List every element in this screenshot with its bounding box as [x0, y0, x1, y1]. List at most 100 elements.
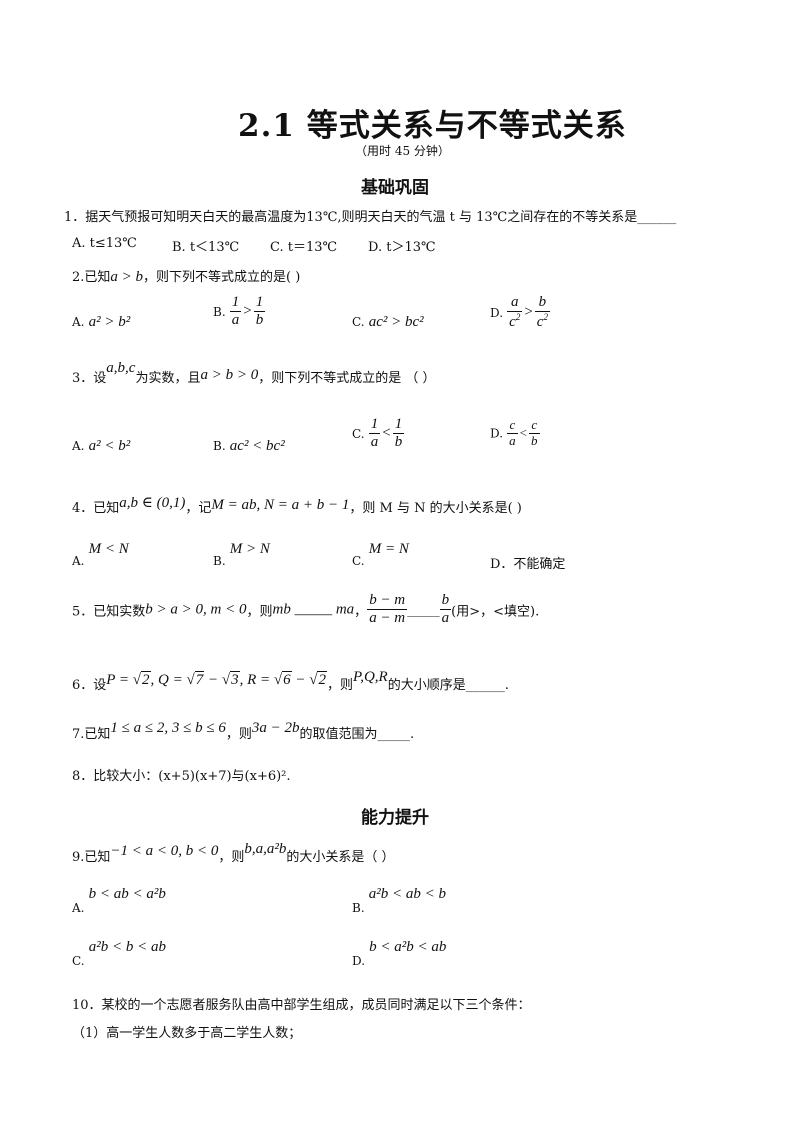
section-heading-advanced: 能力提升 [361, 808, 429, 828]
option-math: a² < b² [88, 438, 131, 454]
question-4-mid: ，记 [185, 501, 212, 516]
question-9-option-d: D. b < a²b < ab [352, 939, 447, 968]
option-math: ac² > bc² [368, 314, 424, 330]
question-5-blank: _____ [407, 602, 440, 618]
question-4-option-c: C. M = N [352, 541, 409, 568]
question-3-mid: 为实数，且 [135, 371, 201, 386]
question-10-text: 10．某校的一个志愿者服务队由高中部学生组成，成员同时满足以下三个条件： [72, 998, 531, 1013]
option-math: M = N [368, 541, 409, 557]
question-9-stem: 9.已知−1 < a < 0, b < 0，则b,a,a²b的大小关系是（ ） [72, 841, 395, 866]
question-5-prefix: 5．已知实数 [72, 604, 146, 620]
question-9-option-a: A. b < ab < a²b [72, 886, 166, 915]
option-label: A. [72, 901, 85, 915]
question-5-comma: ， [354, 604, 368, 620]
option-label: B. [213, 439, 226, 453]
question-3-stem: 3．设a,b,c为实数，且a > b > 0，则下列不等式成立的是 （ ） [72, 360, 436, 387]
question-1-text: 1．据天气预报可知明天白天的最高温度为13℃,则明天白天的气温 t 与 13℃之… [64, 210, 677, 225]
question-6-vars: P,Q,R [353, 669, 388, 685]
question-3-suffix: ，则下列不等式成立的是 （ ） [258, 371, 436, 386]
question-7-suffix: 的取值范围为_____. [299, 727, 415, 742]
question-9-prefix: 9.已知 [72, 850, 111, 865]
question-2-suffix: ，则下列不等式成立的是( ) [143, 270, 301, 285]
question-9-option-c: C. a²b < b < ab [72, 939, 166, 968]
option-label: C. [352, 554, 365, 568]
option-label: D. [490, 426, 504, 441]
option-label: B. [352, 901, 365, 915]
question-4-suffix: ，则 M 与 N 的大小关系是( ) [349, 501, 522, 516]
question-5-condition: b > a > 0, m < 0 [145, 601, 247, 618]
option-label: B. [213, 304, 226, 319]
question-1-option-d: D. t＞13℃ [368, 240, 436, 255]
question-8-text: 8．比较大小：(x+5)(x+7)与(x+6)². [72, 769, 291, 784]
question-4-option-b: B. M > N [213, 541, 270, 568]
question-5-stem: 5．已知实数b > a > 0, m < 0，则mb _____ ma，b − … [72, 592, 539, 628]
question-4-prefix: 4．已知 [72, 501, 120, 516]
question-6-prefix: 6．设 [72, 678, 107, 693]
question-10-condition-1: （1）高一学生人数多于高二学生人数； [72, 1026, 302, 1041]
question-4-condition: a,b ∈ (0,1) [119, 495, 186, 511]
question-7-prefix: 7.已知 [72, 727, 111, 742]
question-4-stem: 4．已知a,b ∈ (0,1)，记M = ab, N = a + b − 1，则… [72, 495, 522, 517]
option-math: a²b < b < ab [88, 939, 166, 955]
question-6-mid: ，则 [326, 678, 353, 693]
question-7-mid: ，则 [225, 727, 252, 742]
question-6-stem: 6．设P = √2, Q = √7 − √3, R = √6 − √2，则P,Q… [72, 669, 509, 694]
option-label: A. [72, 315, 85, 329]
question-7-stem: 7.已知1 ≤ a ≤ 2, 3 ≤ b ≤ 6，则3a − 2b的取值范围为_… [72, 720, 415, 743]
option-label: D. [352, 954, 366, 968]
question-9-mid: ，则 [218, 850, 245, 865]
question-5-suffix: (用>，<填空). [451, 604, 540, 620]
question-2-stem: 2.已知a > b，则下列不等式成立的是( ) [72, 266, 300, 286]
option-math: ac² < bc² [229, 438, 285, 454]
option-math: b < a²b < ab [369, 939, 447, 955]
question-7-condition: 1 ≤ a ≤ 2, 3 ≤ b ≤ 6 [110, 720, 226, 736]
question-9-vars: b,a,a²b [244, 841, 287, 857]
option-math: a²b < ab < b [368, 886, 447, 902]
question-9-condition: −1 < a < 0, b < 0 [110, 843, 219, 859]
option-math: b < ab < a²b [88, 886, 166, 902]
question-3-vars: a,b,c [106, 360, 136, 376]
question-9-suffix: 的大小关系是（ ） [286, 850, 395, 865]
question-5-compare-1: mb _____ ma [272, 601, 355, 618]
question-1-option-b: B. t＜13℃ [172, 240, 240, 255]
question-9-option-b: B. a²b < ab < b [352, 886, 447, 915]
question-2-condition: a > b [110, 269, 144, 285]
question-1-option-c: C. t＝13℃ [270, 240, 338, 255]
option-math: a² > b² [88, 314, 131, 330]
option-label: C. [352, 315, 365, 329]
question-4-option-a: A. M < N [72, 541, 129, 568]
question-2-option-c: C. ac² > bc² [352, 314, 424, 331]
option-label: A. [72, 439, 85, 453]
question-2-prefix: 2.已知 [72, 270, 111, 285]
question-3-prefix: 3．设 [72, 371, 107, 386]
question-1-option-a: A. t≤13℃ [72, 236, 137, 251]
question-2-option-a: A. a² > b² [72, 314, 130, 331]
question-6-suffix: 的大小顺序是______. [387, 678, 509, 693]
option-label: C. [72, 954, 85, 968]
option-math: M > N [229, 541, 270, 557]
question-7-expression: 3a − 2b [251, 720, 300, 736]
option-math: M < N [88, 541, 129, 557]
option-label: C. [352, 426, 365, 441]
question-3-option-b: B. ac² < bc² [213, 438, 285, 455]
page-title: 2.1 等式关系与不等式关系 [238, 108, 627, 144]
option-label: B. [213, 554, 226, 568]
question-3-option-a: A. a² < b² [72, 438, 130, 455]
option-label: A. [72, 554, 85, 568]
option-label: D. [490, 305, 504, 320]
page-subtitle: （用时 45 分钟） [355, 144, 450, 158]
